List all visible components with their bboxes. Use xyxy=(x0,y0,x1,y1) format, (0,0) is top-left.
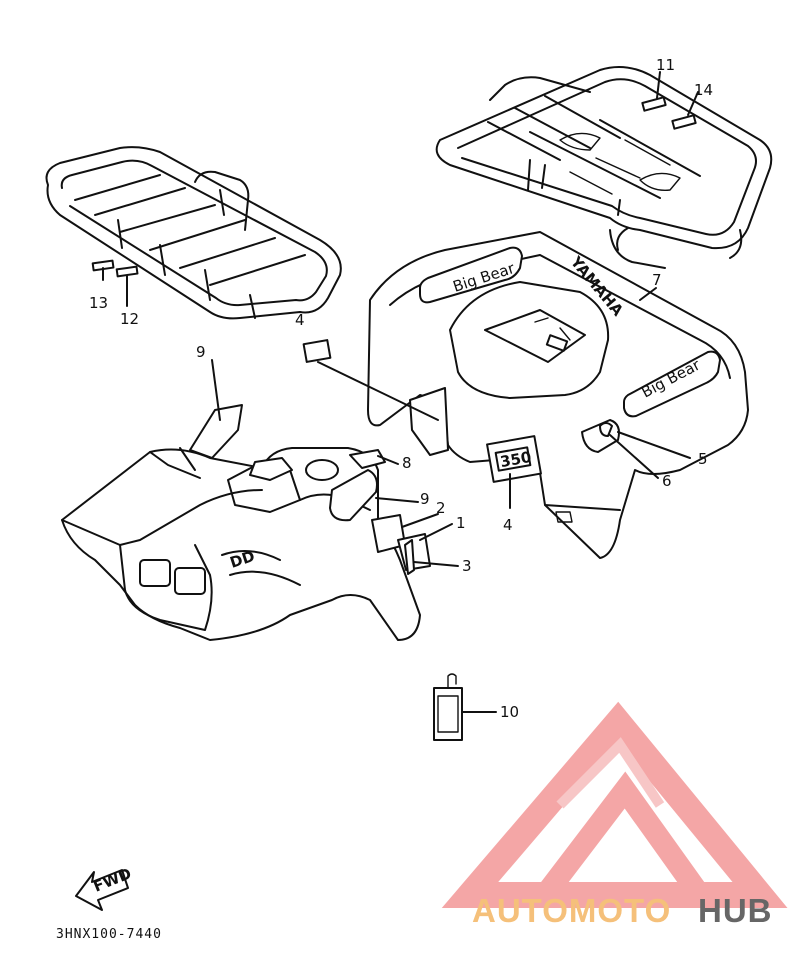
leader-lines xyxy=(102,71,699,713)
decal-8 xyxy=(349,449,386,469)
fwd-arrow: FWD xyxy=(75,864,134,911)
callout-9a: 9 xyxy=(196,343,206,361)
callout-6: 6 xyxy=(662,472,672,490)
callout-4a: 4 xyxy=(295,311,305,329)
callout-3: 3 xyxy=(462,557,472,575)
callout-labels: 1 2 3 4 4 5 6 7 8 9 9 10 11 12 13 14 xyxy=(89,56,713,721)
decal-9-fender xyxy=(329,469,378,522)
callout-13: 13 xyxy=(89,294,108,312)
callout-7: 7 xyxy=(652,271,662,289)
callout-8: 8 xyxy=(402,454,412,472)
decal-9-loose xyxy=(189,404,243,459)
callout-5: 5 xyxy=(698,450,708,468)
callout-9b: 9 xyxy=(420,490,430,508)
decal-12 xyxy=(115,265,139,278)
callout-2: 2 xyxy=(436,499,446,517)
callout-10: 10 xyxy=(500,703,519,721)
watermark-logo: AUTOMOTO HUB xyxy=(441,701,788,929)
decal-11 xyxy=(641,96,667,112)
decal-4-loose xyxy=(302,339,332,363)
decal-14 xyxy=(671,114,697,130)
front-carrier xyxy=(45,146,342,320)
rear-carrier xyxy=(435,65,773,269)
decal-3 xyxy=(404,539,415,575)
callout-1: 1 xyxy=(456,514,466,532)
front-fender: DD xyxy=(61,447,431,641)
callout-11: 11 xyxy=(656,56,675,74)
reflector-6 xyxy=(599,422,613,437)
watermark-text-hub: HUB xyxy=(698,892,773,929)
callout-14: 14 xyxy=(694,81,713,99)
watermark-text-automoto: AUTOMOTO xyxy=(472,892,671,929)
decal-engine-size-text: 350 xyxy=(499,448,533,471)
diagram-code: 3HNX100-7440 xyxy=(56,927,162,942)
callout-4b: 4 xyxy=(503,516,513,534)
rear-fender: Big Bear Big Bear YAMAHA 350 xyxy=(367,231,749,559)
warning-tag-10 xyxy=(433,673,463,741)
callout-12: 12 xyxy=(120,310,139,328)
